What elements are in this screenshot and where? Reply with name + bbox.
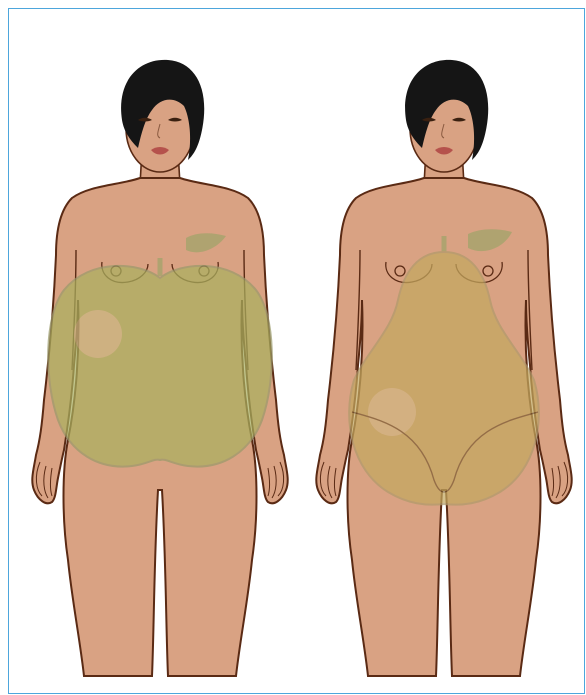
body-shape-illustration [0,0,586,695]
